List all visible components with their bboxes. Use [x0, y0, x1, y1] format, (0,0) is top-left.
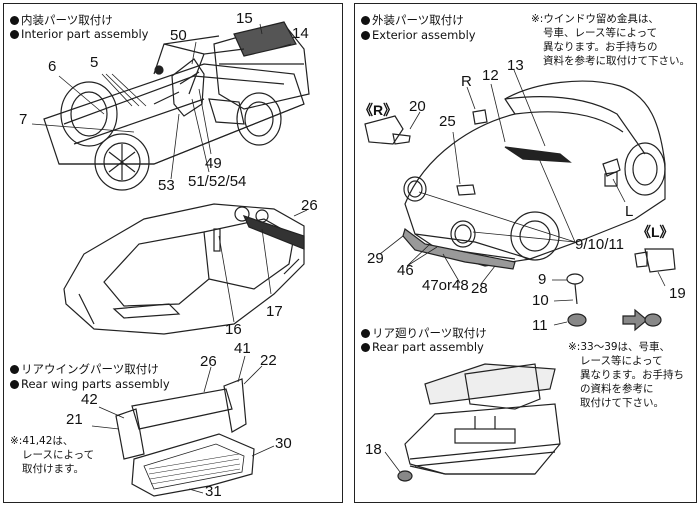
callout-7: 7	[19, 111, 28, 128]
callout-28: 28	[471, 280, 488, 297]
rear-note-line: の資料を参考に	[580, 383, 654, 395]
bullet-icon	[10, 365, 19, 374]
body-shell-drawing	[63, 203, 305, 335]
exterior-title-jp: 外装パーツ取付け	[361, 13, 464, 27]
bullet-icon	[361, 31, 370, 40]
rear-note-line: 取付けて下さい。	[580, 397, 664, 409]
callout-47or48: 47or48	[422, 277, 469, 294]
body-leaders	[218, 209, 308, 323]
callout-31: 31	[205, 483, 222, 500]
interior-title-jp: 内装パーツ取付け	[10, 13, 113, 27]
bullet-icon	[361, 16, 370, 25]
rear-note: ※:33～39は、号車、 レース等によって 異なります。お手持ち の資料を参考に…	[568, 340, 684, 410]
bullet-icon	[361, 343, 370, 352]
callout-51-52-54: 51/52/54	[188, 173, 247, 190]
exterior-leaders	[379, 69, 666, 473]
window-clip-note: ※:ウインドウ留め金具は、 号車、レース等によって 異なります。お手持ちの 資料…	[531, 12, 690, 68]
callout-17: 17	[266, 303, 283, 320]
interior-title-en: Interior part assembly	[10, 27, 148, 41]
rear-title-jp: リア廻りパーツ取付け	[361, 326, 487, 340]
callout-25: 25	[439, 113, 456, 130]
callout-19: 19	[669, 285, 686, 302]
rear-title-en: Rear part assembly	[361, 340, 484, 354]
callout-26-wing: 26	[200, 353, 217, 370]
rear-wing-title-jp: リアウイングパーツ取付け	[10, 362, 159, 376]
bullet-icon	[10, 380, 19, 389]
wing-leaders	[91, 355, 275, 494]
rear-note-line: ※:33～39は、号車、	[568, 341, 671, 353]
bullet-icon	[10, 30, 19, 39]
callout-46: 46	[397, 262, 414, 279]
wing-note-line: ※:41,42は、	[10, 435, 74, 447]
rear-note-line: レース等によって	[580, 355, 663, 367]
car-exterior-drawing	[402, 80, 666, 475]
rear-wing-drawing	[115, 378, 255, 497]
callout-5: 5	[90, 54, 99, 71]
bullet-icon	[10, 16, 19, 25]
interior-and-wing-drawing	[31, 21, 310, 497]
rear-title-en-text: Rear part assembly	[372, 340, 484, 354]
interior-title-jp-text: 内装パーツ取付け	[21, 13, 113, 27]
callout-16: 16	[225, 321, 242, 338]
right-panel: 外装パーツ取付け Exterior assembly ※:ウインドウ留め金具は、…	[354, 3, 697, 503]
wing-note-line: 取付けます。	[22, 463, 84, 475]
window-clip-note-line: 異なります。お手持ちの	[543, 41, 658, 53]
rear-title-jp-text: リア廻りパーツ取付け	[372, 326, 487, 340]
callout-6: 6	[48, 58, 57, 75]
callout-29: 29	[367, 250, 384, 267]
rear-wing-title-jp-text: リアウイングパーツ取付け	[21, 362, 159, 376]
label-right-side: 《R》	[359, 102, 398, 118]
callout-20: 20	[409, 98, 426, 115]
callout-9: 9	[538, 271, 547, 288]
exterior-and-rear-drawing	[364, 69, 676, 482]
bullet-icon	[361, 329, 370, 338]
callout-18: 18	[365, 441, 382, 458]
callout-11: 11	[532, 317, 548, 334]
callout-13: 13	[507, 57, 524, 74]
callout-22: 22	[260, 352, 277, 369]
callout-14: 14	[292, 25, 309, 42]
exterior-title-en-text: Exterior assembly	[372, 28, 476, 42]
callout-42: 42	[81, 391, 98, 408]
callout-30: 30	[275, 435, 292, 452]
callout-15: 15	[236, 10, 253, 27]
callout-R: R	[461, 73, 472, 90]
callout-10: 10	[532, 292, 549, 309]
rear-note-line: 異なります。お手持ち	[580, 369, 684, 381]
exterior-title-jp-text: 外装パーツ取付け	[372, 13, 464, 27]
small-parts-drawing	[364, 109, 676, 482]
callout-49: 49	[205, 155, 222, 172]
callout-9-10-11: 9/10/11	[575, 236, 624, 253]
wing-note: ※:41,42は、 レースによって 取付けます。	[10, 434, 94, 476]
window-clip-note-line: 資料を参考に取付けて下さい。	[543, 55, 690, 67]
wing-note-line: レースによって	[22, 449, 95, 461]
interior-title-en-text: Interior part assembly	[21, 27, 149, 41]
callout-12: 12	[482, 67, 499, 84]
label-left-side: 《L》	[637, 224, 674, 240]
callout-21: 21	[66, 411, 83, 428]
chassis-drawing	[43, 21, 310, 191]
callout-41: 41	[234, 340, 251, 357]
rear-wing-title-en-text: Rear wing parts assembly	[21, 377, 170, 391]
callout-26-body: 26	[301, 197, 318, 214]
callout-53: 53	[158, 177, 175, 194]
rear-wing-title-en: Rear wing parts assembly	[10, 377, 170, 391]
window-clip-note-line: ※:ウインドウ留め金具は、	[531, 13, 659, 25]
callout-50: 50	[170, 27, 187, 44]
interior-leaders	[31, 23, 292, 180]
left-panel: 内装パーツ取付け Interior part assembly リアウイングパー…	[3, 3, 343, 503]
window-clip-note-line: 号車、レース等によって	[543, 27, 658, 39]
exterior-title-en: Exterior assembly	[361, 28, 476, 42]
callout-L: L	[625, 203, 634, 220]
